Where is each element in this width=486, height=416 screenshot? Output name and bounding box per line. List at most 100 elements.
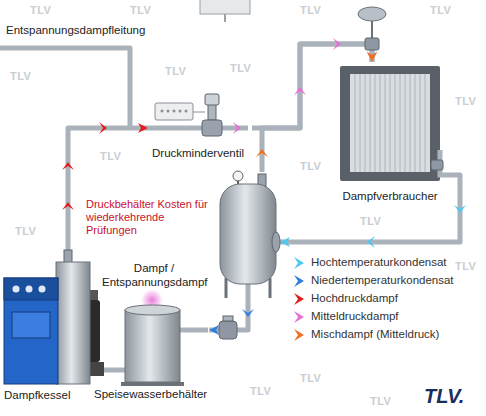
legend-swatch [292, 257, 306, 269]
boiler-part [26, 286, 33, 293]
legend-text: Mitteldruckdampf [311, 310, 399, 324]
feedwater-tank-part [180, 328, 208, 333]
flash-steam-line [0, 48, 130, 128]
watermark: TLV [230, 62, 251, 75]
feedwater-tank-part [125, 310, 180, 382]
steam-label: Dampf / Entspannungsdampf [102, 262, 206, 290]
legend-swatch-shape [294, 293, 304, 305]
steam-trap-part [219, 321, 237, 339]
watermark: TLV [300, 160, 321, 173]
boiler [4, 250, 90, 384]
flow-arrows [62, 38, 466, 317]
pressure-controller [155, 103, 205, 120]
pressure-vessel-part [220, 184, 276, 284]
boiler-part [4, 278, 58, 384]
pressure-vessel-part [225, 278, 228, 298]
pressure-vessel-part [272, 232, 280, 252]
heat-exchanger-part [350, 74, 430, 172]
flow-arrows-part [367, 236, 375, 248]
valve-pipe [148, 128, 248, 129]
component-label: Dampfverbraucher [342, 190, 437, 204]
flash-steam-line-part [0, 48, 130, 128]
legend-swatch-shape [294, 257, 304, 269]
watermark: TLV [15, 225, 36, 238]
pipe-group [68, 44, 460, 330]
flow-arrows-part [294, 87, 306, 95]
legend-text: Hochtemperaturkondensat [311, 256, 447, 270]
pressure-controller-part [185, 110, 188, 113]
watermark: TLV [165, 65, 186, 78]
legend-text: Mischdampf (Mitteldruck) [311, 328, 439, 342]
component-label: Speisewasserbehälter [94, 388, 207, 402]
legend-row: Hochtemperaturkondensat [292, 256, 447, 270]
equipment-node: Speisewasserbehälter [92, 304, 209, 406]
pressure-controller-part [155, 103, 193, 120]
feedwater-tank-part [125, 305, 180, 315]
watermark: TLV [100, 150, 121, 163]
logo-text: TLV. [424, 384, 464, 408]
watermark: TLV [430, 4, 451, 17]
reducing-valve [202, 94, 222, 136]
steam-trap-part [223, 316, 233, 321]
flow-arrows-part [454, 205, 466, 213]
pressure-controller-part [167, 110, 170, 113]
flow-arrows-part [62, 162, 74, 170]
legend-swatch [292, 311, 306, 323]
component-label: Dampfkessel [4, 389, 70, 403]
line-label: Entspannungsdampfleitung [6, 24, 145, 38]
top-device [200, 0, 250, 22]
legend-row: Niedertemperaturkondensat [292, 274, 454, 288]
watermark: TLV [455, 260, 476, 273]
top-device-part [224, 14, 226, 22]
feedwater-tank [100, 289, 208, 386]
watermark: TLV [250, 385, 271, 398]
steam-trap [219, 316, 237, 339]
control-valve-part [371, 21, 373, 38]
legend-text: Niedertemperaturkondensat [311, 274, 454, 288]
feedwater-tank-part [121, 382, 184, 386]
boiler-part [56, 262, 90, 384]
legend-row: Hochdruckdampf [292, 292, 398, 306]
legend-row: Mitteldruckdampf [292, 310, 399, 324]
watermark: TLV [30, 4, 51, 17]
watermark: TLV [10, 70, 31, 83]
watermark: TLV [370, 395, 391, 408]
legend-swatch-shape [294, 311, 304, 323]
legend-swatch [292, 293, 306, 305]
pressure-vessel [220, 171, 280, 300]
pressure-vessel-part [233, 171, 243, 181]
boiler-part [13, 286, 20, 293]
control-valve [358, 7, 386, 50]
legend-text: Hochdruckdampf [311, 292, 398, 306]
heat-exchanger-part [431, 160, 443, 170]
watermark: TLV [300, 4, 321, 17]
flow-arrows-part [62, 202, 74, 210]
pressure-controller-part [161, 110, 164, 113]
heat-exchanger [340, 66, 445, 181]
legend-swatch [292, 275, 306, 287]
watermark: TLV [455, 95, 476, 108]
pressure-controller-part [179, 110, 182, 113]
pressure-vessel-part [246, 282, 251, 300]
equipment-node: Dampfkessel [2, 250, 100, 407]
top-device-part [200, 0, 250, 14]
callout-text: Druckbehälter Kosten für wiederkehrende … [86, 198, 214, 238]
legend-swatch-shape [294, 275, 304, 287]
flow-arrows-part [242, 309, 254, 317]
boiler-part [39, 286, 46, 293]
heat-exchanger-part [340, 66, 440, 181]
reducing-valve-part [202, 120, 222, 136]
valve-pipe-part [148, 126, 248, 131]
flow-arrows-part [233, 122, 241, 134]
boiler-part [4, 278, 58, 300]
reducing-valve-part [205, 94, 219, 105]
equipment-node: Druckminderventil [148, 95, 252, 165]
component-label: Druckminderventil [152, 147, 244, 161]
watermark: TLV [360, 215, 381, 228]
pressure-controller-part [173, 110, 176, 113]
heat-exchanger-part [355, 74, 425, 172]
reducing-valve-part [208, 104, 216, 120]
watermark: TLV [130, 4, 151, 17]
legend-swatch [292, 329, 306, 341]
